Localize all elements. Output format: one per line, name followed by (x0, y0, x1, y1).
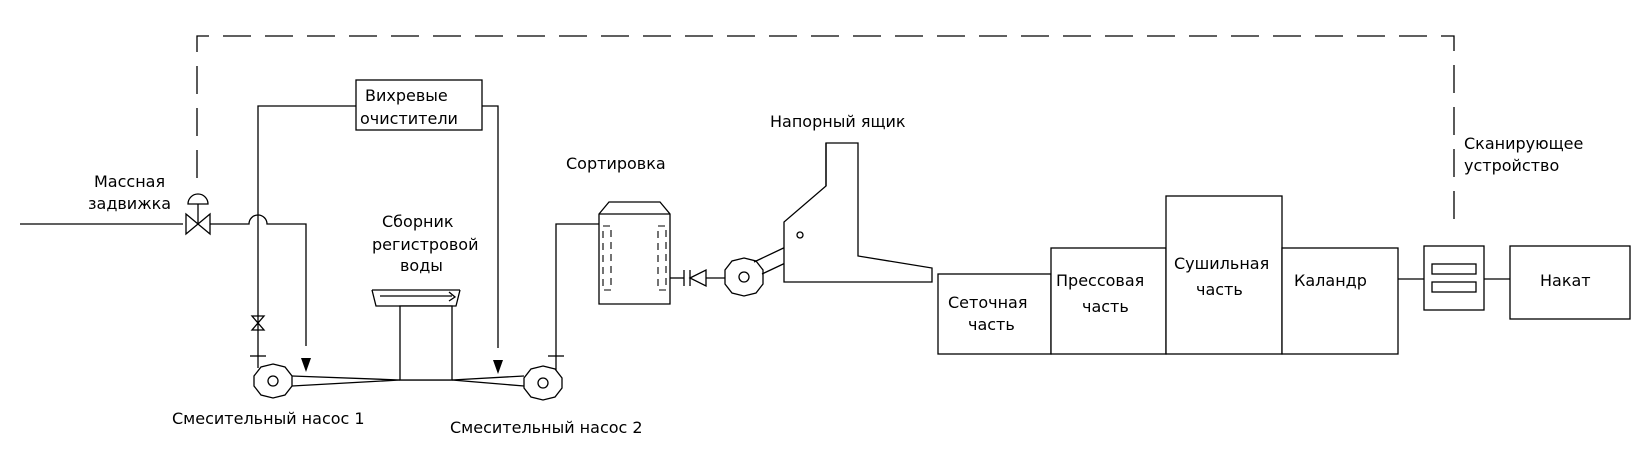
reel (1509, 245, 1631, 320)
dryer-part (1165, 195, 1283, 355)
sorting-screen (598, 201, 671, 305)
mix-pump-2-label: Смесительный насос 2 (450, 418, 643, 437)
stock-valve (185, 193, 211, 236)
pump2-to-sorting-line (555, 223, 599, 356)
headbox-label: Напорный ящик (770, 112, 906, 131)
arrow-head (301, 358, 311, 372)
press-part-label-2: часть (1082, 297, 1129, 316)
headbox (783, 142, 933, 283)
reel-label: Накат (1540, 271, 1591, 290)
scanner (1423, 245, 1485, 311)
press-part (1050, 247, 1167, 355)
vortex-cleaners-line (257, 105, 356, 356)
dryer-part-label-1: Сушильная (1174, 254, 1269, 273)
arrow-head (493, 360, 503, 374)
wire-part-label-1: Сеточная (948, 293, 1027, 312)
dryer-part-label-2: часть (1196, 280, 1243, 299)
calender (1281, 247, 1399, 355)
stock-to-pump1-line (210, 214, 307, 346)
scanner-label-2: устройство (1464, 156, 1559, 175)
collector-label-1: Сборник (382, 212, 454, 231)
wire-part-label-2: часть (968, 315, 1015, 334)
check-valve (683, 268, 707, 288)
press-part-label-1: Прессовая (1056, 271, 1144, 290)
vortex-cleaners-label-1: Вихревые (365, 86, 448, 105)
collector-tank (371, 289, 461, 381)
small-valve (250, 315, 266, 331)
sorting-label: Сортировка (566, 154, 666, 173)
vortex-cleaners-box (355, 79, 483, 131)
vortex-cleaners-label-2: очистители (360, 109, 458, 128)
vortex-return-line (482, 105, 499, 348)
stock-valve-label-1: Массная (94, 172, 165, 191)
calender-label: Каландр (1294, 271, 1367, 290)
collector-label-2: регистровой (372, 235, 478, 254)
wire-part (937, 273, 1052, 355)
control-line (196, 35, 1455, 228)
collector-label-3: воды (400, 256, 443, 275)
mix-pump-1 (250, 355, 293, 399)
mix-pump-2 (523, 355, 564, 401)
stock-valve-label-2: задвижка (88, 194, 171, 213)
scanner-label-1: Сканирующее (1464, 134, 1583, 153)
mix-pump-1-label: Смесительный насос 1 (172, 409, 365, 428)
